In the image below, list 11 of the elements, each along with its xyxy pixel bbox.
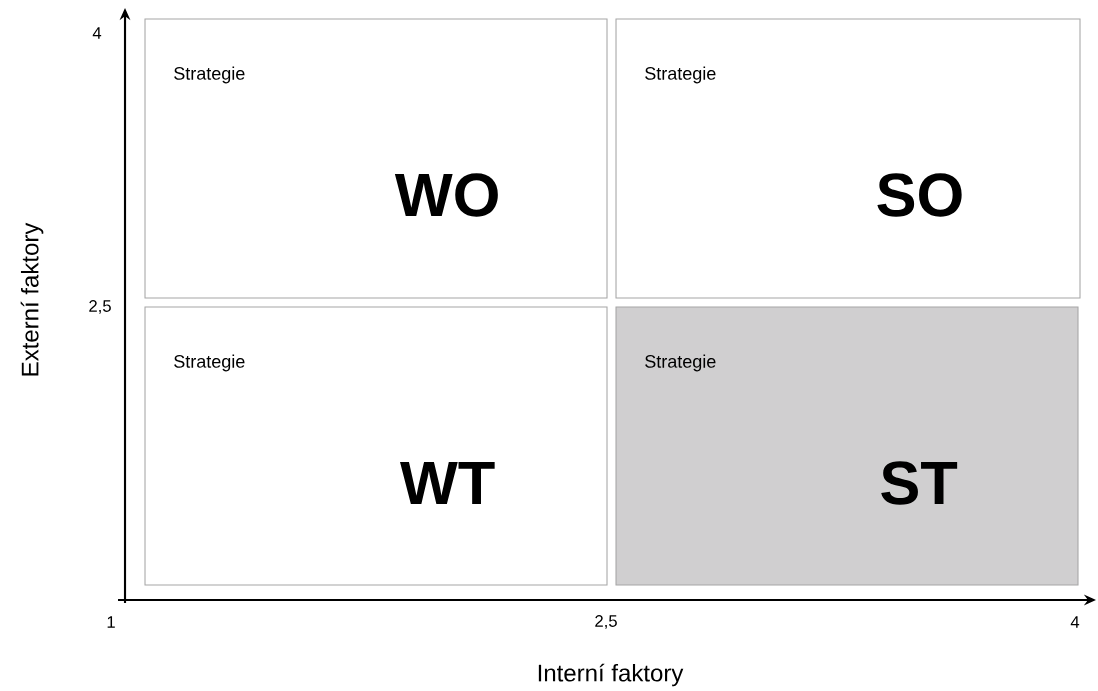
tick-label: 4 xyxy=(1070,616,1080,628)
quadrant-box: Strategie WT xyxy=(144,306,608,586)
quadrant-box: Strategie SO xyxy=(615,18,1081,299)
tick-label: 1 xyxy=(107,616,115,628)
axis-title: Externí faktory xyxy=(20,222,44,376)
tick-label: 2,5 xyxy=(595,615,617,629)
tick-label: 2,5 xyxy=(89,300,111,314)
quadrant-box: Strategie ST xyxy=(615,306,1079,586)
quadrant-box: Strategie WO xyxy=(144,18,608,299)
tick-label: 4 xyxy=(92,27,102,39)
axis-title: Interní faktory xyxy=(538,663,684,687)
